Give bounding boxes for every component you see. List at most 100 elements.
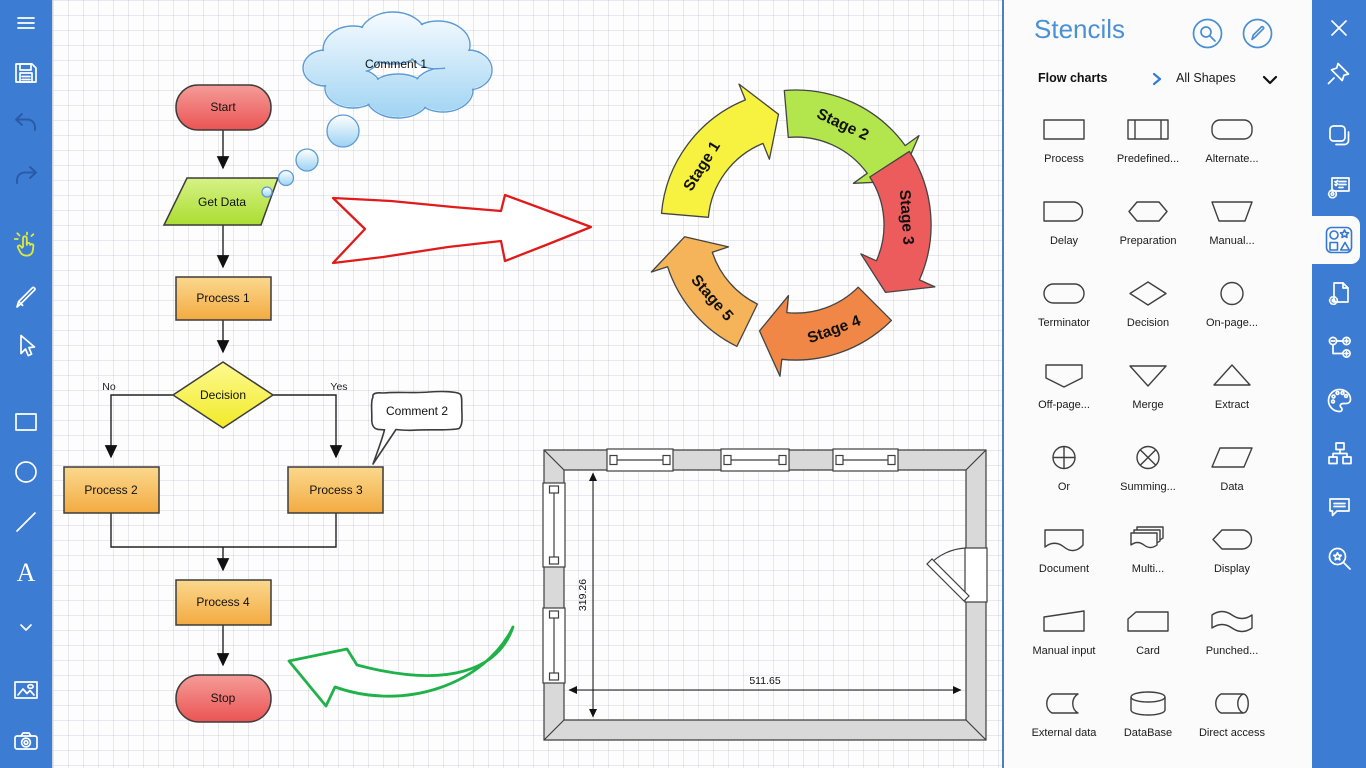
more-tools-button[interactable] (0, 606, 52, 650)
camera-button[interactable] (0, 719, 52, 763)
sketch-arrow-green[interactable] (287, 625, 515, 708)
rectangle-tool-button[interactable] (0, 400, 52, 444)
stage4-arrow[interactable] (758, 286, 893, 377)
stencil-item-alternate-process[interactable]: Alternate... (1190, 104, 1274, 186)
pan-tool-button[interactable] (0, 225, 52, 269)
page-options-button[interactable] (1312, 272, 1366, 316)
floorplan[interactable]: 319.26 511.65 (542, 448, 988, 741)
stage2-arrow[interactable] (783, 89, 920, 184)
stencil-item-or[interactable]: Or (1022, 432, 1106, 514)
text-icon: A (17, 558, 36, 587)
svg-text:Comment 2: Comment 2 (386, 404, 448, 418)
node-process3[interactable]: Process 3 (287, 466, 384, 514)
svg-text:Process 2: Process 2 (84, 483, 138, 497)
pages-button[interactable] (1312, 113, 1366, 157)
stencil-item-preparation[interactable]: Preparation (1106, 186, 1190, 268)
zoom-find-button[interactable] (1312, 536, 1366, 580)
stencil-item-extract[interactable]: Extract (1190, 350, 1274, 432)
window[interactable] (542, 482, 566, 568)
window[interactable] (720, 448, 790, 472)
node-decision[interactable]: Decision (171, 361, 275, 429)
edge-label-no: No (102, 381, 116, 393)
sketch-arrow-red[interactable] (331, 193, 593, 265)
redo-button[interactable] (0, 154, 52, 198)
window[interactable] (606, 448, 674, 472)
stage1-arrow[interactable] (660, 83, 780, 218)
node-process1[interactable]: Process 1 (175, 276, 272, 321)
stencil-item-document[interactable]: Document (1022, 514, 1106, 596)
stencil-edit-button[interactable] (1242, 18, 1273, 49)
dimension-lines (568, 472, 962, 718)
select-tool-button[interactable] (0, 325, 52, 369)
hierarchy-button[interactable] (1312, 431, 1366, 475)
text-tool-button[interactable]: A (0, 551, 52, 595)
comments-button[interactable] (1312, 485, 1366, 529)
stencil-item-external-data[interactable]: External data (1022, 678, 1106, 760)
svg-text:Process 3: Process 3 (309, 483, 363, 497)
node-start[interactable]: Start (175, 84, 272, 131)
stencil-item-summing-junction[interactable]: Summing... (1106, 432, 1190, 514)
stencil-item-multi-document[interactable]: Multi... (1106, 514, 1190, 596)
stencil-item-on-page-reference[interactable]: On-page... (1190, 268, 1274, 350)
stencil-item-merge[interactable]: Merge (1106, 350, 1190, 432)
save-button[interactable] (0, 51, 52, 95)
svg-text:Decision: Decision (200, 388, 246, 402)
connector-decision-process2[interactable] (104, 394, 173, 459)
collection-name[interactable]: All Shapes (1176, 71, 1236, 85)
stencil-item-decision[interactable]: Decision (1106, 268, 1190, 350)
window[interactable] (542, 607, 566, 684)
floorplan-door[interactable] (926, 547, 988, 603)
floorplan-walls[interactable] (543, 449, 987, 741)
undo-button[interactable] (0, 101, 52, 145)
stencil-item-database[interactable]: DataBase (1106, 678, 1190, 760)
stencil-item-process[interactable]: Process (1022, 104, 1106, 186)
insert-image-button[interactable] (0, 668, 52, 712)
category-name[interactable]: Flow charts (1038, 71, 1108, 85)
cursor-icon (20, 334, 36, 357)
node-process4[interactable]: Process 4 (175, 579, 272, 626)
stencil-item-delay[interactable]: Delay (1022, 186, 1106, 268)
comment1-cloud[interactable]: Comment 1 (261, 11, 493, 198)
diagram-options-icon (1327, 177, 1350, 199)
stencil-shapes-button[interactable] (1312, 218, 1366, 262)
stage5-arrow[interactable] (650, 236, 759, 348)
data-shape-icon (1211, 447, 1253, 468)
flowchart-connectors[interactable] (104, 130, 343, 667)
line-tool-button[interactable] (0, 500, 52, 544)
palette-button[interactable] (1312, 378, 1366, 422)
drawing-canvas[interactable]: No Yes Start Get Data Process 1 (52, 0, 1002, 768)
stencil-item-manual-input[interactable]: Manual input (1022, 596, 1106, 678)
node-stop[interactable]: Stop (175, 674, 272, 723)
close-button[interactable] (1312, 6, 1366, 50)
stencil-search-button[interactable] (1192, 18, 1223, 49)
menu-button[interactable] (0, 1, 52, 45)
stencil-item-card[interactable]: Card (1106, 596, 1190, 678)
stage3-arrow[interactable] (860, 150, 936, 294)
stencil-item-manual-operation[interactable]: Manual... (1190, 186, 1274, 268)
node-process2[interactable]: Process 2 (63, 466, 160, 514)
stage-cycle-diagram[interactable]: Stage 1 Stage 2 Stage 3 Stage 4 Stage 5 (650, 83, 936, 377)
floorplan-windows-top[interactable] (606, 448, 899, 472)
pin-panel-button[interactable] (1312, 51, 1366, 95)
stencil-item-direct-access[interactable]: Direct access (1190, 678, 1274, 760)
alternate-process-shape-icon (1211, 119, 1253, 140)
connector-decision-process3[interactable] (273, 394, 343, 459)
floorplan-windows-left[interactable] (542, 482, 566, 684)
stencil-item-off-page-reference[interactable]: Off-page... (1022, 350, 1106, 432)
stencil-item-predefined-process[interactable]: Predefined... (1106, 104, 1190, 186)
pen-tool-button[interactable] (0, 275, 52, 319)
stencil-item-display[interactable]: Display (1190, 514, 1274, 596)
ellipse-tool-button[interactable] (0, 450, 52, 494)
stencil-item-punched-tape[interactable]: Punched... (1190, 596, 1274, 678)
stencil-item-data[interactable]: Data (1190, 432, 1274, 514)
connectors-button[interactable] (1312, 325, 1366, 369)
palette-icon (1327, 388, 1351, 412)
category-row: Flow charts All Shapes (1004, 68, 1314, 90)
diagram-options-button[interactable] (1312, 166, 1366, 210)
window[interactable] (832, 448, 899, 472)
chevron-down-icon[interactable] (1262, 75, 1278, 85)
comment2-bubble[interactable]: Comment 2 (370, 390, 463, 465)
connector-merge[interactable] (110, 513, 337, 548)
node-get-data[interactable]: Get Data (162, 177, 280, 226)
stencil-item-terminator[interactable]: Terminator (1022, 268, 1106, 350)
